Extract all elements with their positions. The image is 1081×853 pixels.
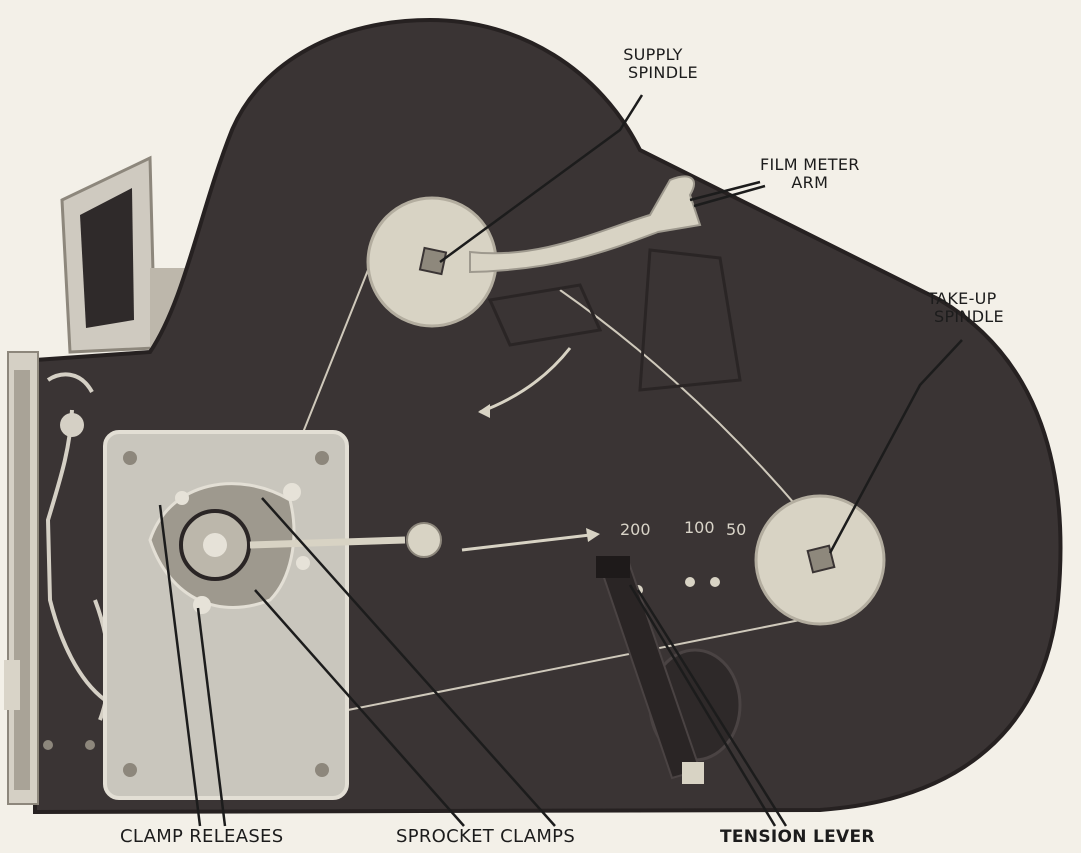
label-film-meter-arm-line1: FILM METER [760,156,860,174]
label-supply-spindle: SUPPLY SPINDLE [608,46,698,82]
label-take-up-spindle-line1: TAKE-UP [920,290,1004,308]
scale-mark-50: 50 [726,520,746,539]
label-tension-lever: TENSION LEVER [720,828,875,846]
label-sprocket-clamps: SPROCKET CLAMPS [396,828,575,846]
scale-mark-100: 100 [684,518,715,537]
label-supply-spindle-line1: SUPPLY [608,46,698,64]
label-supply-spindle-line2: SPINDLE [608,64,698,82]
sprocket-plate [105,432,347,798]
label-film-meter-arm-line2: ARM [760,174,860,192]
label-clamp-releases: CLAMP RELEASES [120,828,283,846]
label-take-up-spindle-line2: SPINDLE [920,308,1004,326]
side-rail [4,352,38,804]
take-up-spindle-reel [756,496,884,624]
label-take-up-spindle: TAKE-UP SPINDLE [920,290,1004,326]
label-film-meter-arm: FILM METER ARM [760,156,860,192]
knob [407,523,441,557]
scale-mark-200: 200 [620,520,651,539]
